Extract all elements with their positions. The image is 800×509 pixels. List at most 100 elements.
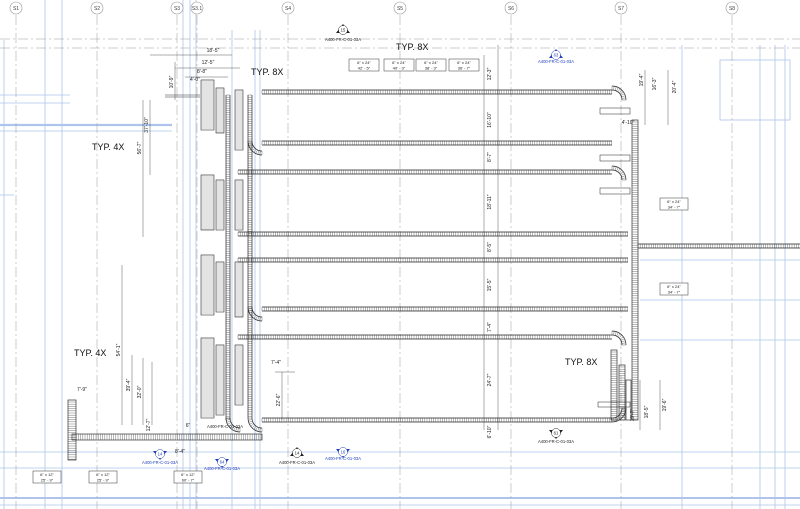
tray-tag-size: 6" x 12" [40,472,54,477]
tray-tag-elev: 34' - 7" [668,205,681,210]
dim-12-5: 12'-5" [202,60,215,66]
dim-r-8-7: 8'-7" [487,152,493,162]
dimension-texts: 18'-5" 12'-5" 8'-8" 4'-0" 10'-9" 37'-10"… [77,48,678,455]
horizontal-tray-right-extension [637,243,800,249]
dim-54-1: 54'-1" [116,343,122,356]
tray-tag-size: 6" x 24" [667,284,681,289]
note-typ-4x-lower: TYP. 4X [74,348,106,358]
section-callout-15[interactable]: 15 A400-FR-C-01-03A [325,24,361,42]
grid-bubble-s3: S3 [170,1,184,15]
tray-elbow-6 [611,165,627,181]
tray-tag-elev: 60' - 7" [182,478,195,483]
callout-ref: A400-FR-C-01-03A [279,460,315,465]
dim-r-24-7: 24'-7" [487,373,493,386]
note-typ-4x-upper: TYP. 4X [92,142,124,152]
dim-39-4: 39'-4" [126,378,132,391]
tray-elbow-4 [225,417,241,433]
note-typ-8x-right: TYP. 8X [565,357,597,367]
tray-tag-elev: 25' - 9" [97,478,110,483]
grid-bubble-s2: S2 [90,1,104,15]
dim-22-6: 22'-6" [276,393,282,406]
tray-tag-top-2: 6" x 24" 40' - 3" [383,58,415,72]
vertical-tray-1 [247,94,253,418]
dim-r-7-4: 7'-4" [487,322,493,332]
callout-number: 64 [220,460,225,465]
dim-e-19-6: 19'-6" [662,398,668,411]
dim-10-9: 10'-9" [169,75,175,88]
tray-tag-elev: 36' - 7" [458,66,471,71]
section-callout-64[interactable]: 64 A400-FR-C-01-03A [204,457,240,472]
tray-tag-top-1: 6" x 24" 42' - 5" [348,58,380,72]
note-typ-8x-left: TYP. 8X [251,67,283,77]
callout-ref: A400-FR-C-01-03A [204,466,240,471]
right-riser [610,119,639,421]
dim-e-18-5: 18'-5" [644,405,650,418]
dim-7-4b: 7'-4" [271,360,281,366]
tray-tag-bottom-1: 6" x 12" 25' - 9" [32,470,62,484]
callout-ref: A400-FR-C-01-03A [325,456,361,461]
dim-7-9: 7'-9" [77,387,87,393]
tray-elbow-5 [611,85,627,101]
tray-tag-elev: 34' - 7" [668,290,681,295]
callout-ref: A400-FR-C-01-03A [538,59,574,64]
tray-tag-size: 6" x 24" [667,199,681,204]
cable-tray-runs [225,85,800,433]
dim-e-4-10: 4'-10" [622,120,635,126]
right-small-drops [597,107,631,408]
dim-e-16-3: 16'-3" [652,77,658,90]
section-callout-61[interactable]: 61 A400-FR-C-01-03A [538,428,574,445]
grid-bubble-s3-1: S3.1 [190,1,204,15]
callout-number: 14 [158,452,163,457]
section-callout-16[interactable]: 16 A400-FR-C-01-03A [325,447,361,462]
tray-tag-size: 6" x 24" [392,60,406,65]
grid-bubble-s7: S7 [614,1,628,15]
bottom-feeder [67,399,263,461]
dim-8-8: 8'-8" [197,69,207,75]
section-callout-14-left[interactable]: 14 A400-FR-C-01-03A [142,449,178,466]
tray-tag-right-upper: 6" x 24" 34' - 7" [659,197,689,211]
grid-bubble-s5: S5 [393,1,407,15]
dim-e-19-4: 19'-4" [639,73,645,86]
callout-ref: A400-FR-C-01-03A [538,439,574,444]
callout-number: 63 [554,53,559,58]
grid-label-s2: S2 [94,6,100,12]
dim-r-16-10: 16'-10" [487,112,493,128]
tray-tag-size: 6" x 12" [96,472,110,477]
tray-tag-right-lower: 6" x 24" 34' - 7" [659,282,689,296]
grid-label-s1: S1 [13,6,19,12]
riser-ticks [611,121,638,420]
dim-6: 6" [186,423,191,429]
tray-tag-elev: 40' - 3" [393,66,406,71]
tray-tag-size: 6" x 12" [181,472,195,477]
tray-tag-size: 6" x 24" [357,60,371,65]
tray-drop-ticks [201,79,243,417]
dim-e-20-4: 20'-4" [672,80,678,93]
tray-elbow-3 [247,417,263,433]
horizontal-tray-2 [261,140,612,146]
dim-32-0: 32'-0" [137,385,143,398]
grid-label-s7: S7 [618,6,624,12]
vertical-tray-2 [225,94,231,420]
ref-mid: A400-FR-C-01-03A [207,424,243,429]
section-callout-63[interactable]: 63 A400-FR-C-01-03A [538,49,574,64]
tray-elbow-2 [247,306,263,322]
tray-tag-bottom-2: 6" x 12" 25' - 9" [88,470,118,484]
dim-r-12-3: 12'-3" [487,67,493,80]
grid-label-s8: S8 [729,6,735,12]
tray-elbow-8 [611,330,627,346]
tray-tag-elev: 42' - 5" [358,66,371,71]
tray-tag-top-3: 6" x 24" 38' - 3" [415,58,447,72]
dimension-lines [121,45,669,430]
callout-number: 15 [341,28,346,33]
grid-bubble-s8: S8 [725,1,739,15]
dim-r-15-5: 15'-5" [487,278,493,291]
horizontal-tray-8 [261,417,612,423]
callout-number: 61 [554,431,559,436]
callout-number: 14 [295,451,300,456]
grid-label-s3-1: S3.1 [192,6,203,12]
section-callout-14-right[interactable]: 14 A400-FR-C-01-03A [279,447,315,465]
horizontal-tray-1 [261,89,612,95]
dim-12-7: 12'-7" [146,418,152,431]
grid-label-s3: S3 [174,6,180,12]
